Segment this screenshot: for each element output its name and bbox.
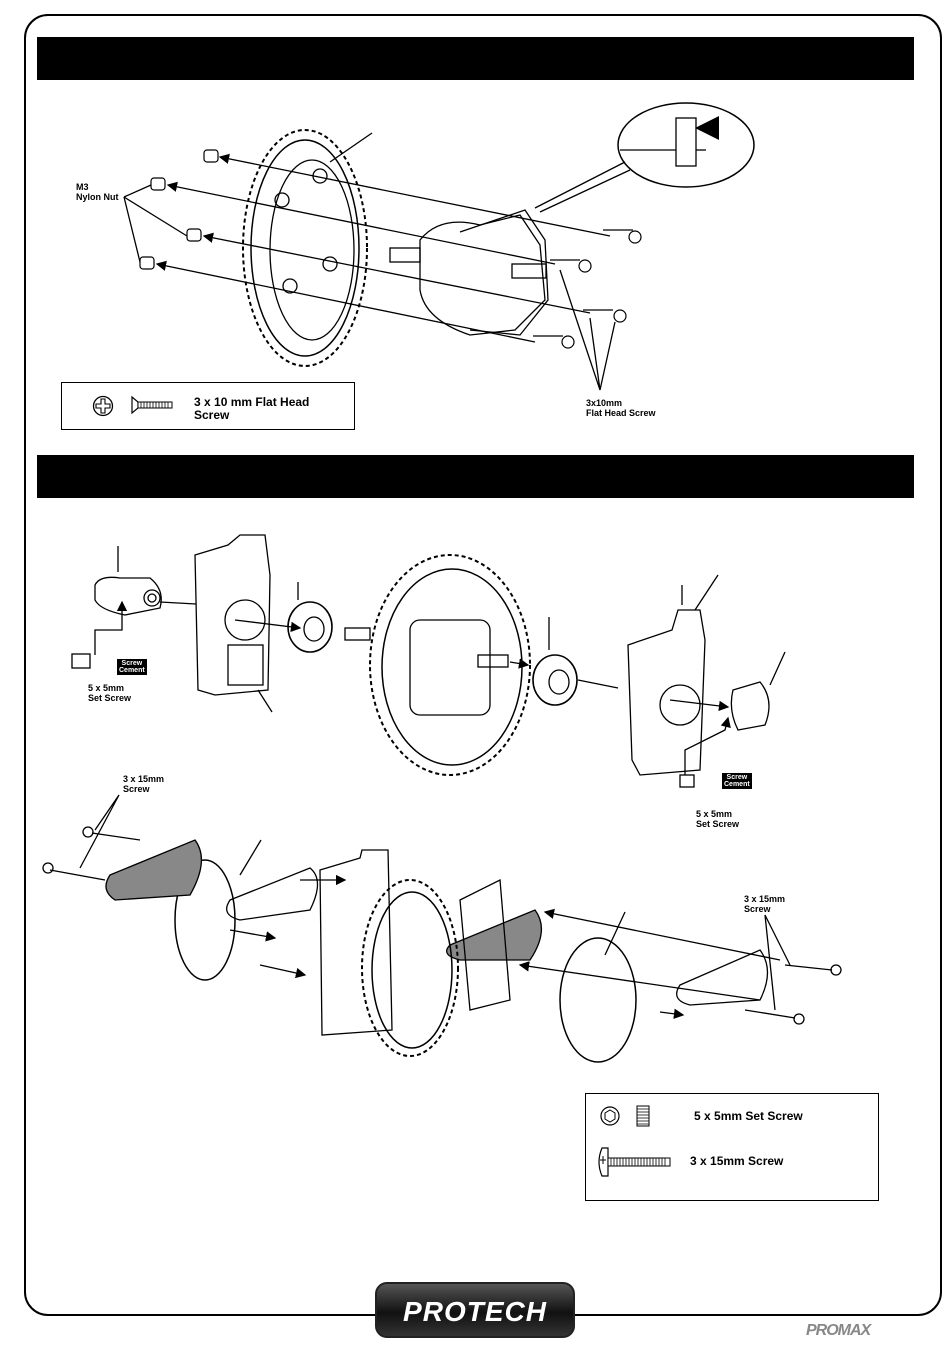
legend-screw-text: 3 x 15mm Screw — [690, 1155, 783, 1168]
hex-socket-icon — [600, 1106, 620, 1126]
legend-screws: 5 x 5mm Set Screw 3 x 15mm Screw — [585, 1093, 879, 1201]
nylon-nut-label: M3 Nylon Nut — [76, 182, 119, 202]
screw-cement-tag-left: Screw Cement — [117, 659, 147, 675]
screw-15mm-right-label: 3 x 15mm Screw — [744, 894, 785, 914]
legend-flat-head-screw-text: 3 x 10 mm Flat Head Screw — [194, 396, 309, 422]
phillips-head-icon — [92, 395, 114, 417]
protech-logo: PROTECH — [375, 1282, 575, 1338]
screw-cement-tag-right: Screw Cement — [722, 773, 752, 789]
promax-brand-mark: PROMAX — [806, 1322, 870, 1340]
flat-head-screw-label: 3x10mm Flat Head Screw — [586, 398, 656, 418]
flat-head-screw-icon — [130, 395, 174, 415]
set-screw-right-label: 5 x 5mm Set Screw — [696, 809, 739, 829]
legend-set-screw-text: 5 x 5mm Set Screw — [694, 1110, 803, 1123]
pan-head-screw-icon — [594, 1146, 674, 1178]
legend-flat-head-screw: 3 x 10 mm Flat Head Screw — [61, 382, 355, 430]
screw-15mm-left-label: 3 x 15mm Screw — [123, 774, 164, 794]
set-screw-icon — [636, 1105, 650, 1127]
set-screw-left-label: 5 x 5mm Set Screw — [88, 683, 131, 703]
protech-logo-text: PROTECH — [377, 1296, 573, 1328]
